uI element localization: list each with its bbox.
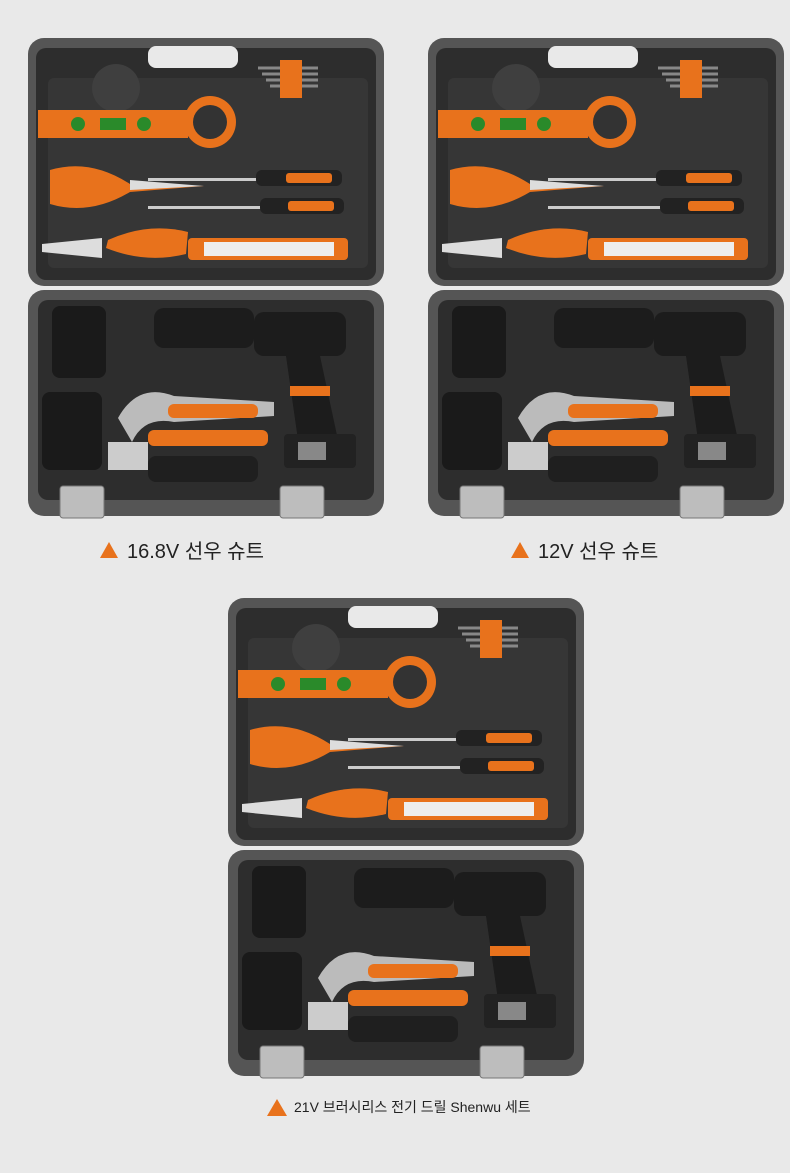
adjustable-wrench	[318, 952, 474, 1002]
triangle-icon	[511, 541, 529, 558]
caption-text: 12V 선우 슈트	[538, 541, 659, 563]
utility-knife	[188, 238, 348, 260]
caption-text: 16.8V 선우 슈트	[127, 541, 264, 563]
screwdrivers	[148, 170, 344, 214]
charger	[684, 434, 756, 468]
tape-measure	[184, 96, 236, 148]
utility-knife	[388, 798, 548, 820]
tape-roll	[292, 624, 340, 672]
utility-knife	[588, 238, 748, 260]
tape-measure	[384, 656, 436, 708]
caption-21v: 21V 브러시리스 전기 드릴 Shenwu 세트	[267, 1097, 531, 1117]
hex-keys	[258, 60, 318, 98]
latches	[59, 485, 325, 519]
caption-16-8v: 16.8V 선우 슈트	[100, 535, 264, 564]
tape-measure	[584, 96, 636, 148]
spirit-level	[38, 110, 188, 138]
hammer	[108, 430, 268, 470]
latches	[259, 1045, 525, 1079]
spirit-level	[438, 110, 588, 138]
drill	[554, 308, 746, 440]
screwdrivers	[348, 730, 544, 774]
pliers	[42, 166, 204, 258]
hammer	[508, 430, 668, 470]
triangle-icon	[100, 541, 118, 558]
batteries	[242, 866, 306, 1030]
batteries	[442, 306, 506, 470]
tape-roll	[92, 64, 140, 112]
tool-kit-12v	[428, 38, 784, 522]
drill	[154, 308, 346, 440]
hammer	[308, 990, 468, 1030]
adjustable-wrench	[518, 392, 674, 442]
drill	[354, 868, 546, 1000]
pliers	[442, 166, 604, 258]
charger	[284, 434, 356, 468]
caption-12v: 12V 선우 슈트	[511, 535, 658, 564]
batteries	[42, 306, 106, 470]
spirit-level	[238, 670, 388, 698]
triangle-icon	[267, 1098, 287, 1116]
hex-keys	[458, 620, 518, 658]
tool-kit-21v	[228, 598, 584, 1082]
tool-kit-16-8v	[28, 38, 384, 522]
pliers	[242, 726, 404, 818]
screwdrivers	[548, 170, 744, 214]
tape-roll	[492, 64, 540, 112]
hex-keys	[658, 60, 718, 98]
adjustable-wrench	[118, 392, 274, 442]
caption-text: 21V 브러시리스 전기 드릴 Shenwu 세트	[294, 1099, 531, 1115]
charger	[484, 994, 556, 1028]
latches	[459, 485, 725, 519]
